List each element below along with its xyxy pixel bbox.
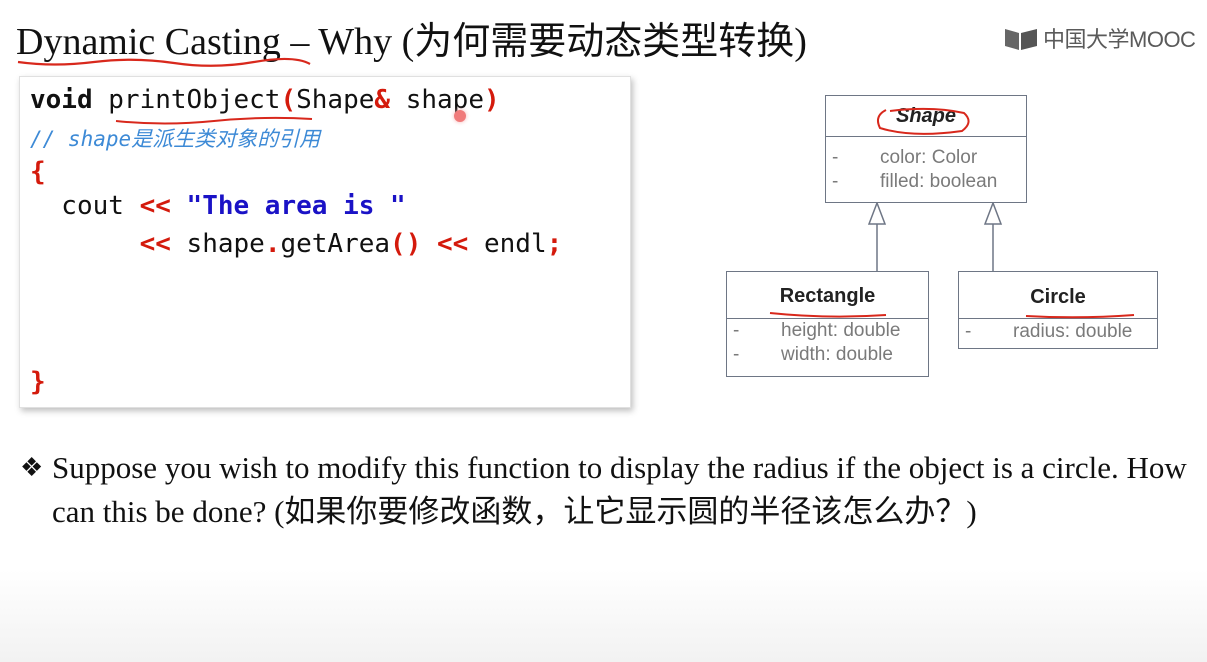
attr-text: width: double [781, 344, 893, 365]
title-underline-annotation [17, 57, 311, 67]
indent [30, 229, 140, 259]
attr-text: radius: double [1013, 321, 1133, 342]
ampersand: & [374, 85, 391, 115]
code-line-getarea: << shape.getArea() << endl; [30, 229, 563, 259]
dash: - [733, 320, 740, 341]
uml-class-shape: Shape -color: Color -filled: boolean [825, 95, 1027, 203]
shape-circle-annotation [877, 107, 970, 135]
code-line-cout: cout << "The area is " [30, 191, 406, 221]
code-line-signature: void printObject(Shape& shape) [30, 85, 500, 115]
dash: - [832, 171, 839, 192]
code-line-open-brace: { [30, 157, 46, 187]
semicolon: ; [546, 229, 563, 259]
param-name: shape [390, 85, 484, 115]
class-name-rectangle: Rectangle [727, 272, 928, 319]
string-literal: "The area is " [170, 191, 406, 221]
attr-height: - height: double [727, 319, 928, 343]
class-name-circle: Circle [959, 272, 1157, 319]
book-icon [1005, 29, 1037, 50]
diamond-bullet-icon: ❖ [20, 453, 44, 482]
close-brace: } [30, 367, 46, 397]
attr-text: color: Color [880, 147, 978, 168]
dash: - [733, 344, 740, 365]
call-parens: () [390, 229, 422, 259]
keyword-void: void [30, 85, 93, 115]
space [421, 229, 437, 259]
code-comment: // shape是派生类对象的引用 [30, 127, 321, 151]
attr-filled: - filled: boolean [826, 170, 1026, 194]
function-name: printObject [92, 85, 281, 115]
bullet-point: ❖ Suppose you wish to modify this functi… [20, 446, 1200, 534]
uml-class-rectangle: Rectangle - height: double - width: double [726, 271, 929, 377]
open-paren: ( [280, 85, 297, 115]
object-name: shape [170, 229, 265, 259]
close-paren: ) [483, 85, 500, 115]
attr-radius: - radius: double [959, 319, 1157, 345]
dot-operator: . [264, 229, 281, 259]
pointer-dot [454, 110, 466, 122]
uml-class-circle: Circle - radius: double [958, 271, 1158, 349]
function-underline-annotation [115, 116, 313, 125]
attr-text: filled: boolean [880, 171, 998, 192]
stream-operator: << [139, 229, 171, 259]
logo-text: 中国大学MOOC [1043, 27, 1196, 52]
bullet-text: Suppose you wish to modify this function… [52, 450, 1187, 529]
param-type: Shape [296, 85, 375, 115]
dash: - [832, 147, 839, 168]
code-listing: void printObject(Shape& shape) // shape是… [19, 76, 631, 408]
stream-operator: << [139, 191, 171, 221]
code-line-close-brace: } [30, 367, 46, 397]
mooc-logo: 中国大学MOOC [1003, 22, 1196, 54]
attr-text: height: double [781, 320, 901, 341]
inheritance-arrows [867, 200, 1003, 272]
circle-underline-annotation [1025, 314, 1135, 319]
stream-operator: << [437, 229, 469, 259]
attr-width: - width: double [727, 343, 928, 367]
cout-token: cout [30, 191, 140, 221]
endl-token: endl [468, 229, 547, 259]
attr-color: - color: Color [826, 146, 1026, 170]
slide-title: Dynamic Casting – Why (为何需要动态类型转换) [16, 21, 807, 63]
method-call: getArea [280, 229, 391, 259]
rectangle-underline-annotation [769, 312, 887, 318]
dash: - [965, 321, 972, 342]
open-brace: { [30, 157, 46, 187]
